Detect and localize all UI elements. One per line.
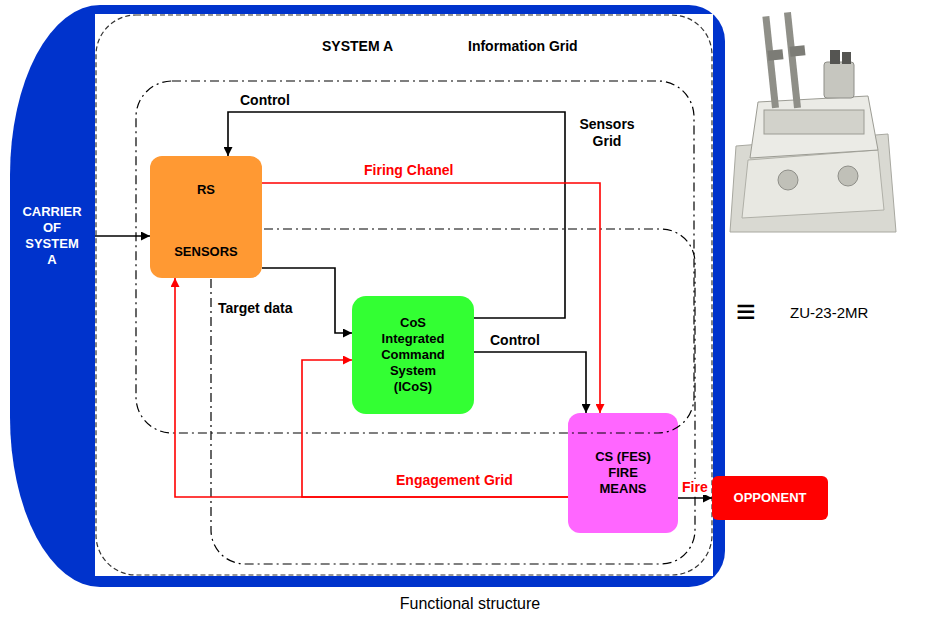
text-slot: CARRIER OF SYSTEM A	[20, 204, 84, 267]
connector	[474, 352, 586, 413]
edge-label: Control	[488, 332, 542, 348]
connector	[302, 360, 568, 497]
edge-label-slot: Firing Chanel	[362, 162, 455, 178]
edge-label: Target data	[216, 300, 294, 316]
hand-wheel	[838, 166, 858, 186]
sight-optic	[830, 50, 840, 64]
region-title: Engagement Grid	[396, 472, 513, 489]
fire-means-box: CS (FES) FIRE MEANS	[568, 413, 678, 533]
mount-side	[742, 150, 884, 218]
region-border	[96, 15, 712, 575]
edge-label: Firing Chanel	[362, 162, 455, 178]
hand-wheel	[778, 170, 798, 190]
text-slot: SYSTEM A	[322, 38, 393, 55]
box-text: SENSORS	[156, 244, 256, 260]
region-title: Information Grid	[468, 38, 578, 55]
region-border	[136, 81, 694, 433]
connector	[262, 183, 600, 413]
connector	[95, 235, 150, 237]
connector	[228, 112, 565, 318]
connector	[175, 278, 568, 497]
equivalence-symbol: ≡	[736, 294, 756, 328]
flash-hider	[790, 45, 806, 57]
text-slot: Sensors Grid	[572, 116, 642, 150]
box-text: OPPONENT	[718, 490, 822, 506]
box-text: RS	[156, 182, 256, 198]
system-frame: SYSTEM A Information GridEngagement Grid C…	[95, 14, 713, 576]
model-name: ZU-23-2MR	[790, 304, 868, 322]
caption: Functional structure	[320, 594, 620, 614]
turret-body	[750, 96, 878, 158]
region-title: Sensors Grid	[572, 116, 642, 150]
text-slot: Information Grid	[468, 38, 578, 55]
edge-label-slot: Control	[488, 332, 542, 348]
carrier-band: CARRIER OF SYSTEM A SYSTEM A Information G…	[10, 5, 725, 587]
gun-illustration	[728, 10, 900, 234]
sensor-box: RS SENSORS	[150, 156, 262, 278]
command-box: CoS Integrated Command System (ICoS)	[352, 296, 474, 414]
box-text: CoS Integrated Command System (ICoS)	[369, 315, 457, 394]
connector	[678, 497, 712, 499]
region-border	[211, 229, 695, 564]
text-slot: Engagement Grid	[396, 472, 513, 489]
edge-label-slot: Control	[238, 92, 292, 108]
label-slot: ZU-23-2MR	[790, 304, 868, 322]
edge-label-slot: Fire	[680, 479, 710, 495]
region-title: CARRIER OF SYSTEM A	[20, 204, 84, 267]
flash-hider	[768, 49, 784, 61]
gun-barrel	[784, 12, 801, 108]
edge-label: Control	[238, 92, 292, 108]
box-text: CS (FES) FIRE MEANS	[586, 449, 660, 497]
ammo-box	[764, 110, 864, 134]
opponent-box: OPPONENT	[712, 476, 828, 520]
edge-label-slot: Target data	[216, 300, 294, 316]
sight-unit	[824, 62, 854, 98]
label-slot: ≡	[736, 294, 756, 328]
region-title: SYSTEM A	[322, 38, 393, 55]
sight-optic	[842, 52, 851, 64]
grid-region: Sensors GridRS SENSORS CoS Integrated Comm…	[135, 80, 695, 434]
gun-barrel	[762, 16, 779, 108]
caption-slot: Functional structure	[320, 594, 620, 614]
edge-label: Fire	[680, 479, 710, 495]
